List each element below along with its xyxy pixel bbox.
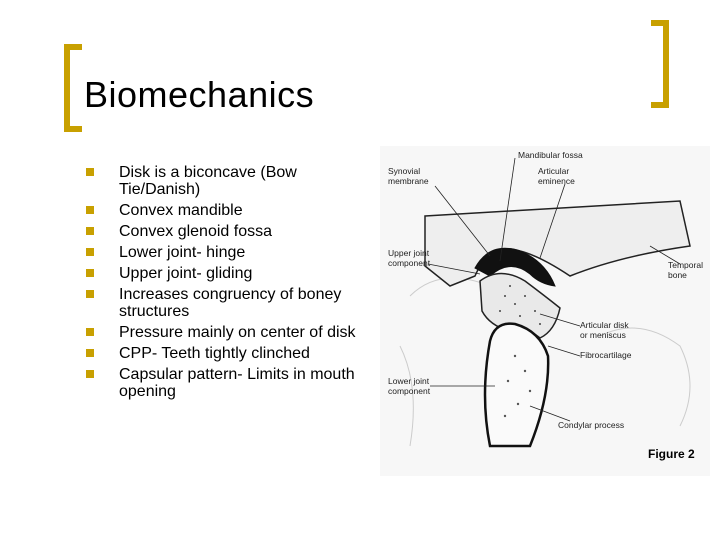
bullet-text: Pressure mainly on center of disk: [119, 324, 356, 341]
bullet-item: Capsular pattern- Limits in mouth openin…: [86, 366, 376, 400]
bullet-text: Capsular pattern- Limits in mouth openin…: [119, 366, 355, 400]
bullet-text: Disk is a biconcave (Bow Tie/Danish): [119, 164, 297, 198]
label-lower-joint-2: component: [388, 386, 431, 396]
bullet-square-icon: [86, 370, 94, 378]
bullet-square-icon: [86, 269, 94, 277]
label-mandibular-fossa: Mandibular fossa: [518, 150, 583, 160]
label-temporal-2: bone: [668, 270, 687, 280]
bullet-item: CPP- Teeth tightly clinched: [86, 345, 376, 362]
figure-caption: Figure 2: [648, 447, 695, 461]
bullet-text: Upper joint- gliding: [119, 265, 253, 282]
bullet-square-icon: [86, 328, 94, 336]
left-bracket-top: [64, 44, 82, 50]
bullet-item: Convex glenoid fossa: [86, 223, 376, 240]
label-temporal: Temporal: [668, 260, 703, 270]
label-upper-joint-2: component: [388, 258, 431, 268]
left-bracket-vertical: [64, 44, 70, 132]
bullet-square-icon: [86, 248, 94, 256]
condylar-process-shape: [483, 322, 550, 448]
label-articular: Articular: [538, 166, 569, 176]
bullet-item: Increases congruency of boney structures: [86, 286, 376, 320]
bullet-text: Convex glenoid fossa: [119, 223, 272, 240]
bullet-square-icon: [86, 290, 94, 298]
bullet-text: CPP- Teeth tightly clinched: [119, 345, 310, 362]
bullet-item: Lower joint- hinge: [86, 244, 376, 261]
right-bracket-top: [651, 20, 669, 26]
label-lower-joint: Lower joint: [388, 376, 430, 386]
label-disk: Articular disk: [580, 320, 629, 330]
left-bracket-bottom: [64, 126, 82, 132]
label-synovial: Synovial: [388, 166, 420, 176]
tmj-anatomy-figure: Mandibular fossa Synovial membrane Artic…: [380, 146, 710, 476]
right-bracket-vertical: [663, 20, 669, 108]
label-synovial-2: membrane: [388, 176, 429, 186]
bullet-text: Lower joint- hinge: [119, 244, 246, 261]
label-fibrocartilage: Fibrocartilage: [580, 350, 632, 360]
upper-joint-shape: [474, 247, 556, 287]
bullet-item: Upper joint- gliding: [86, 265, 376, 282]
bullet-item: Convex mandible: [86, 202, 376, 219]
bullet-square-icon: [86, 227, 94, 235]
bullet-square-icon: [86, 168, 94, 176]
label-upper-joint: Upper joint: [388, 248, 430, 258]
bullet-item: Disk is a biconcave (Bow Tie/Danish): [86, 164, 376, 198]
slide-title: Biomechanics: [84, 74, 315, 115]
label-disk-2: or meniscus: [580, 330, 626, 340]
label-articular-2: eminence: [538, 176, 575, 186]
bullet-square-icon: [86, 206, 94, 214]
bullet-item: Pressure mainly on center of disk: [86, 324, 376, 341]
bullet-square-icon: [86, 349, 94, 357]
bullet-text: Convex mandible: [119, 202, 243, 219]
bullet-text: Increases congruency of boney structures: [119, 286, 342, 320]
bullet-list: Disk is a biconcave (Bow Tie/Danish) Con…: [86, 164, 376, 404]
right-bracket-bottom: [651, 102, 669, 108]
label-condylar-process: Condylar process: [558, 420, 624, 430]
